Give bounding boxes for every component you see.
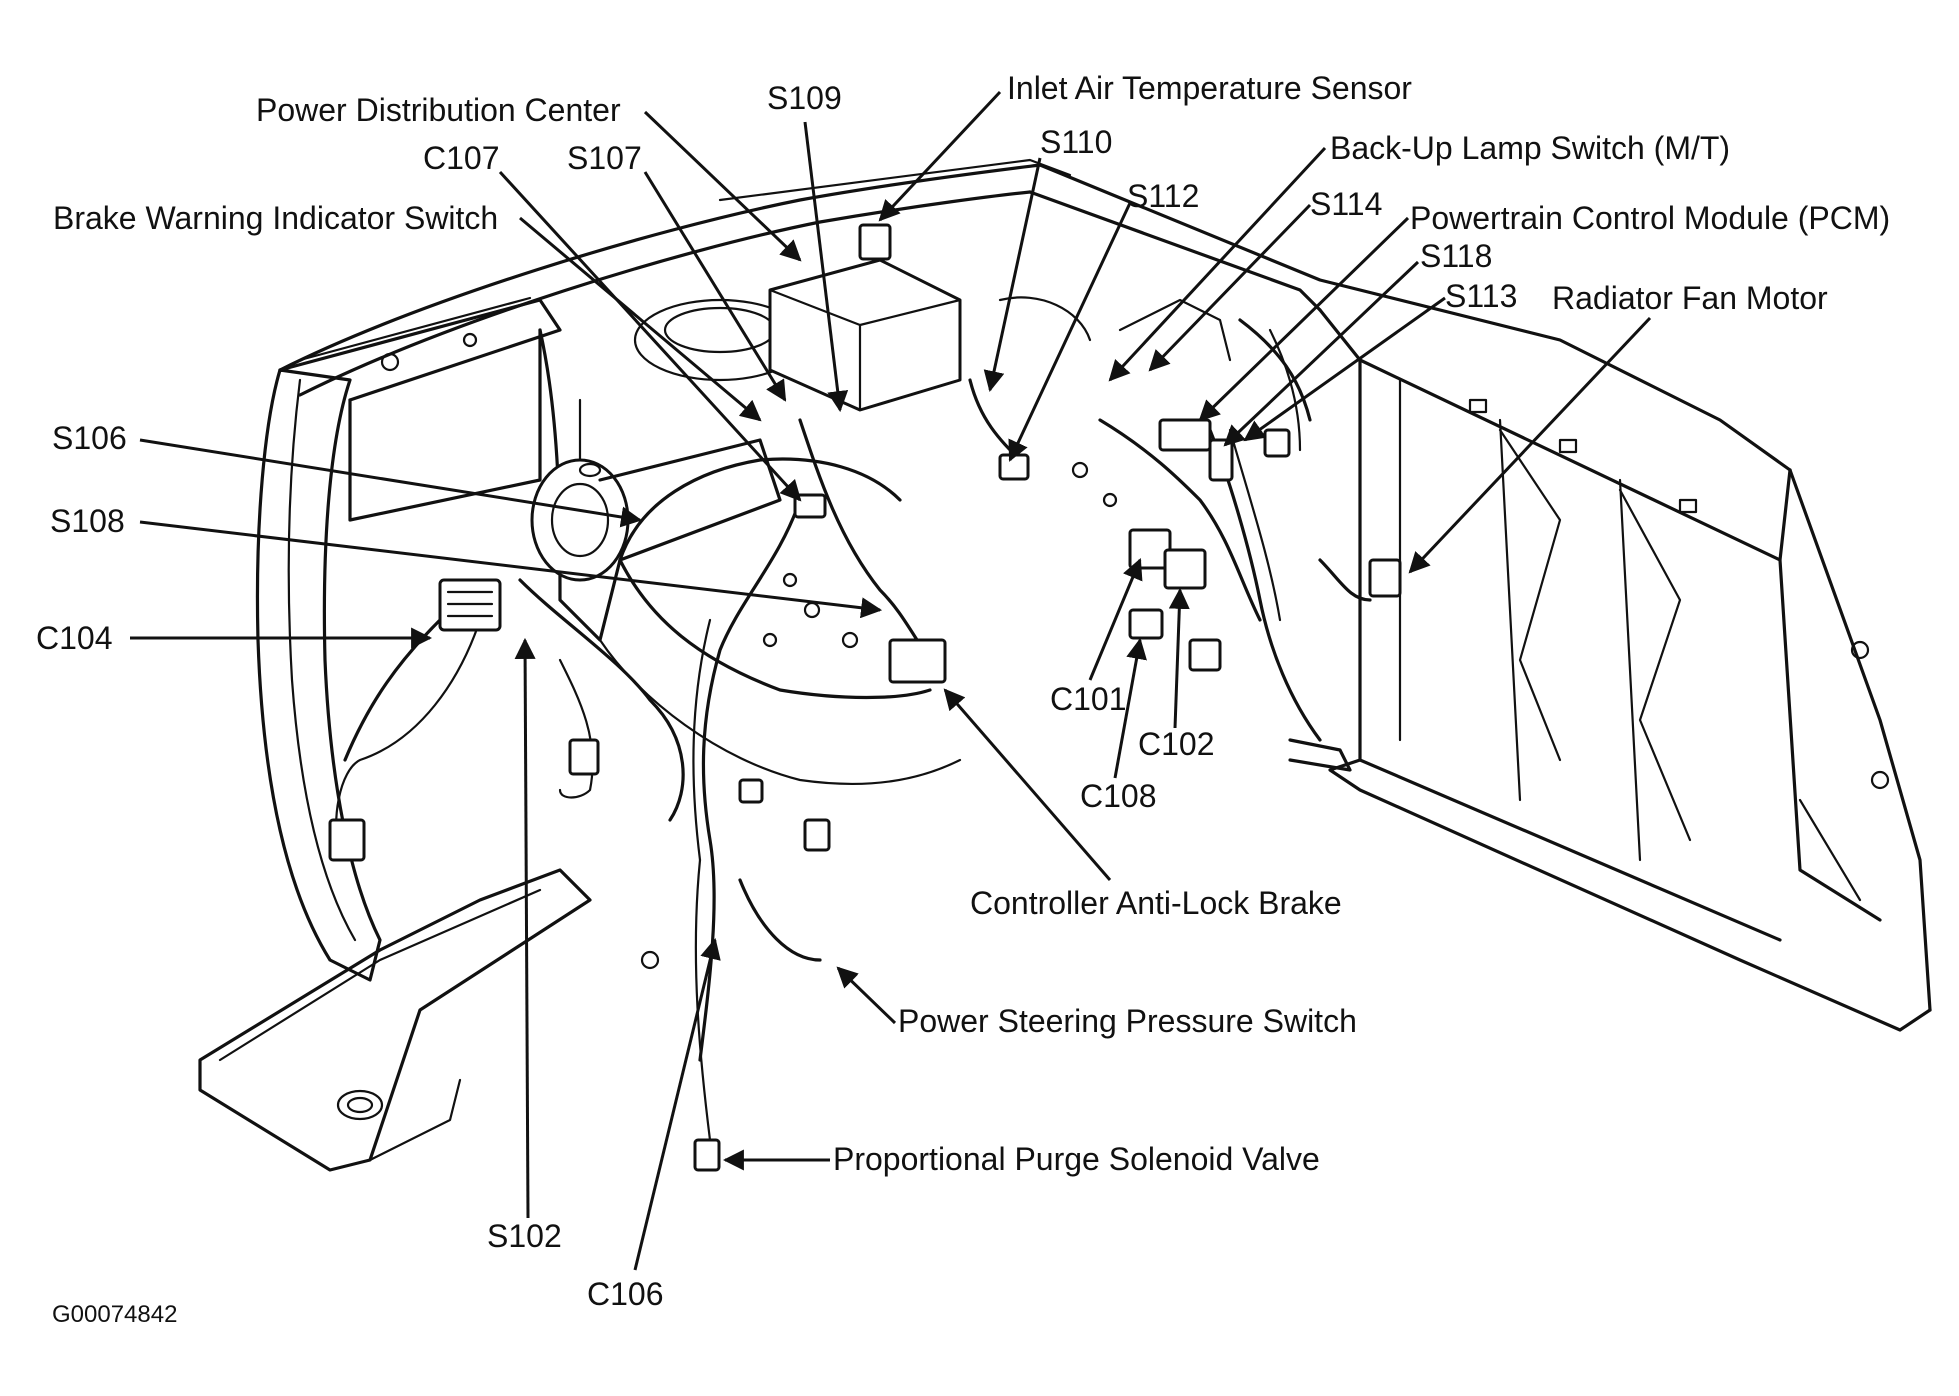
label-s109: S109 (767, 80, 842, 116)
label-c106: C106 (587, 1276, 664, 1312)
label-controller-anti-lock-brake: Controller Anti-Lock Brake (970, 885, 1342, 921)
left-fender-apron (255, 296, 562, 982)
label-s118: S118 (1420, 238, 1493, 274)
callout-leaders (130, 90, 1652, 1271)
label-c108: C108 (1080, 778, 1157, 814)
label-s102: S102 (487, 1218, 562, 1254)
label-back-up-lamp-switch: Back-Up Lamp Switch (M/T) (1330, 130, 1731, 166)
label-s108: S108 (50, 503, 125, 539)
label-s106: S106 (52, 420, 127, 456)
radiator-fan-connector (1368, 558, 1402, 598)
label-powertrain-control-module: Powertrain Control Module (PCM) (1410, 200, 1891, 236)
cowl-top-panel (278, 158, 1792, 472)
label-c102: C102 (1138, 726, 1215, 762)
figure-id: G00074842 (52, 1301, 178, 1328)
label-s112: S112 (1127, 178, 1200, 214)
power-distribution-center-box (768, 258, 962, 412)
label-c104: C104 (36, 620, 113, 656)
label-c101: C101 (1050, 681, 1127, 717)
pcm-connector (1158, 418, 1212, 452)
label-proportional-purge-solenoid-valve: Proportional Purge Solenoid Valve (833, 1141, 1320, 1177)
label-inlet-air-temperature-sensor: Inlet Air Temperature Sensor (1007, 70, 1412, 106)
wiring-harness (334, 296, 1372, 1142)
label-s110: S110 (1040, 124, 1113, 160)
front-frame-rail (198, 868, 660, 1172)
brake-booster-master-cylinder (530, 398, 782, 582)
label-brake-warning-indicator-switch: Brake Warning Indicator Switch (53, 200, 499, 236)
label-s113: S113 (1445, 278, 1518, 314)
label-c107: C107 (423, 140, 500, 176)
radiator-support-frame (1318, 308, 1932, 1032)
label-power-distribution-center: Power Distribution Center (256, 92, 621, 128)
label-radiator-fan-motor: Radiator Fan Motor (1552, 280, 1828, 316)
label-s114: S114 (1310, 186, 1383, 222)
label-power-steering-pressure-switch: Power Steering Pressure Switch (898, 1003, 1357, 1039)
label-s107: S107 (567, 140, 642, 176)
abs-controller-connector (888, 638, 947, 684)
